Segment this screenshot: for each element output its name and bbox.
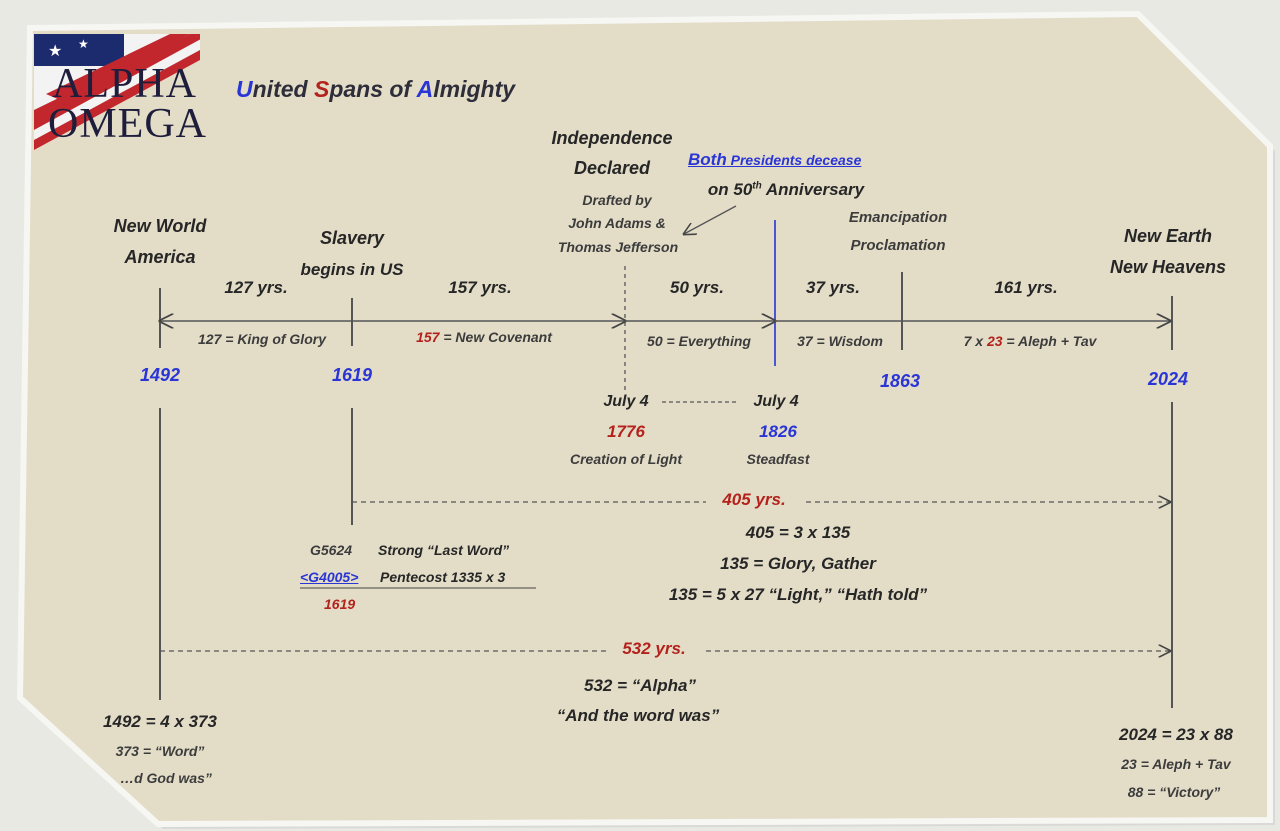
strong-code-g5624: G5624 bbox=[310, 542, 353, 558]
date-july4-1826: July 4 bbox=[753, 393, 799, 410]
strong-year-1619: 1619 bbox=[324, 596, 356, 612]
label-america: America bbox=[124, 247, 196, 267]
span-meaning-157: 157 = New Covenant bbox=[408, 329, 560, 345]
svg-text:★: ★ bbox=[78, 37, 89, 51]
page-title: United Spans of Almighty bbox=[236, 76, 516, 102]
span-meaning-50: 50 = Everything bbox=[639, 333, 759, 349]
logo-alpha: ALPHA bbox=[52, 61, 198, 107]
span-label-161: 161 yrs. bbox=[994, 278, 1058, 297]
year-1863: 1863 bbox=[879, 371, 921, 391]
label-88-victory: 88 = “Victory” bbox=[1127, 784, 1221, 800]
year-2024: 2024 bbox=[1147, 369, 1189, 389]
label-god-was: …d God was” bbox=[120, 770, 212, 786]
span-label-50: 50 yrs. bbox=[670, 278, 724, 297]
date-july4-1776: July 4 bbox=[603, 393, 649, 410]
label-532-alpha: 532 = “Alpha” bbox=[584, 676, 696, 695]
svg-text:★: ★ bbox=[48, 43, 62, 60]
year-1776: 1776 bbox=[607, 422, 645, 441]
strong-pentecost: Pentecost 1335 x 3 bbox=[380, 569, 506, 585]
logo-omega: OMEGA bbox=[48, 101, 207, 147]
label-1492-eq: 1492 = 4 x 373 bbox=[103, 712, 217, 731]
label-405-eq: 405 = 3 x 135 bbox=[745, 523, 851, 542]
label-and-the-word-was: “And the word was” bbox=[556, 706, 720, 725]
span-label-127: 127 yrs. bbox=[224, 278, 288, 297]
label-50th-anniversary: on 50th Anniversary bbox=[707, 180, 865, 199]
span-label-157: 157 yrs. bbox=[448, 278, 512, 297]
label-steadfast: Steadfast bbox=[746, 451, 810, 467]
label-new-heavens: New Heavens bbox=[1109, 257, 1227, 277]
anniversary-pointer bbox=[684, 205, 737, 234]
label-drafted-by: Drafted by bbox=[582, 192, 652, 208]
label-23-aleph-tav: 23 = Aleph + Tav bbox=[1121, 756, 1231, 772]
label-135-light: 135 = 5 x 27 “Light,” “Hath told” bbox=[668, 585, 928, 604]
label-slavery: Slavery bbox=[319, 228, 385, 248]
label-2024-eq: 2024 = 23 x 88 bbox=[1119, 725, 1233, 744]
span-meaning-161: 7 x 23 = Aleph + Tav bbox=[955, 333, 1105, 349]
label-new-earth: New Earth bbox=[1123, 226, 1213, 246]
label-373-word: 373 = “Word” bbox=[115, 743, 205, 759]
label-creation-of-light: Creation of Light bbox=[570, 451, 682, 467]
strong-code-g4005[interactable]: <G4005> bbox=[300, 569, 359, 585]
span-label-532: 532 yrs. bbox=[622, 639, 686, 658]
label-independence: Independence bbox=[551, 128, 673, 148]
strong-last-word: Strong “Last Word” bbox=[378, 542, 510, 558]
label-declared: Declared bbox=[573, 158, 651, 178]
label-emancipation: Emancipation bbox=[848, 209, 948, 226]
label-135-glory: 135 = Glory, Gather bbox=[720, 554, 876, 573]
span-label-405: 405 yrs. bbox=[722, 490, 786, 509]
span-meaning-127: 127 = King of Glory bbox=[190, 331, 334, 347]
label-presidents-decease: Both Presidents decease bbox=[688, 150, 862, 169]
year-1619: 1619 bbox=[331, 365, 373, 385]
panel bbox=[16, 10, 1273, 828]
span-meaning-37: 37 = Wisdom bbox=[789, 333, 891, 349]
year-1826: 1826 bbox=[759, 422, 797, 441]
span-label-37: 37 yrs. bbox=[806, 278, 860, 297]
label-thomas-jefferson: Thomas Jefferson bbox=[557, 239, 679, 255]
label-john-adams: John Adams & bbox=[568, 215, 666, 231]
label-new-world: New World bbox=[113, 216, 207, 236]
label-begins-in-us: begins in US bbox=[300, 260, 404, 279]
year-1492: 1492 bbox=[139, 365, 181, 385]
label-proclamation: Proclamation bbox=[850, 237, 946, 254]
